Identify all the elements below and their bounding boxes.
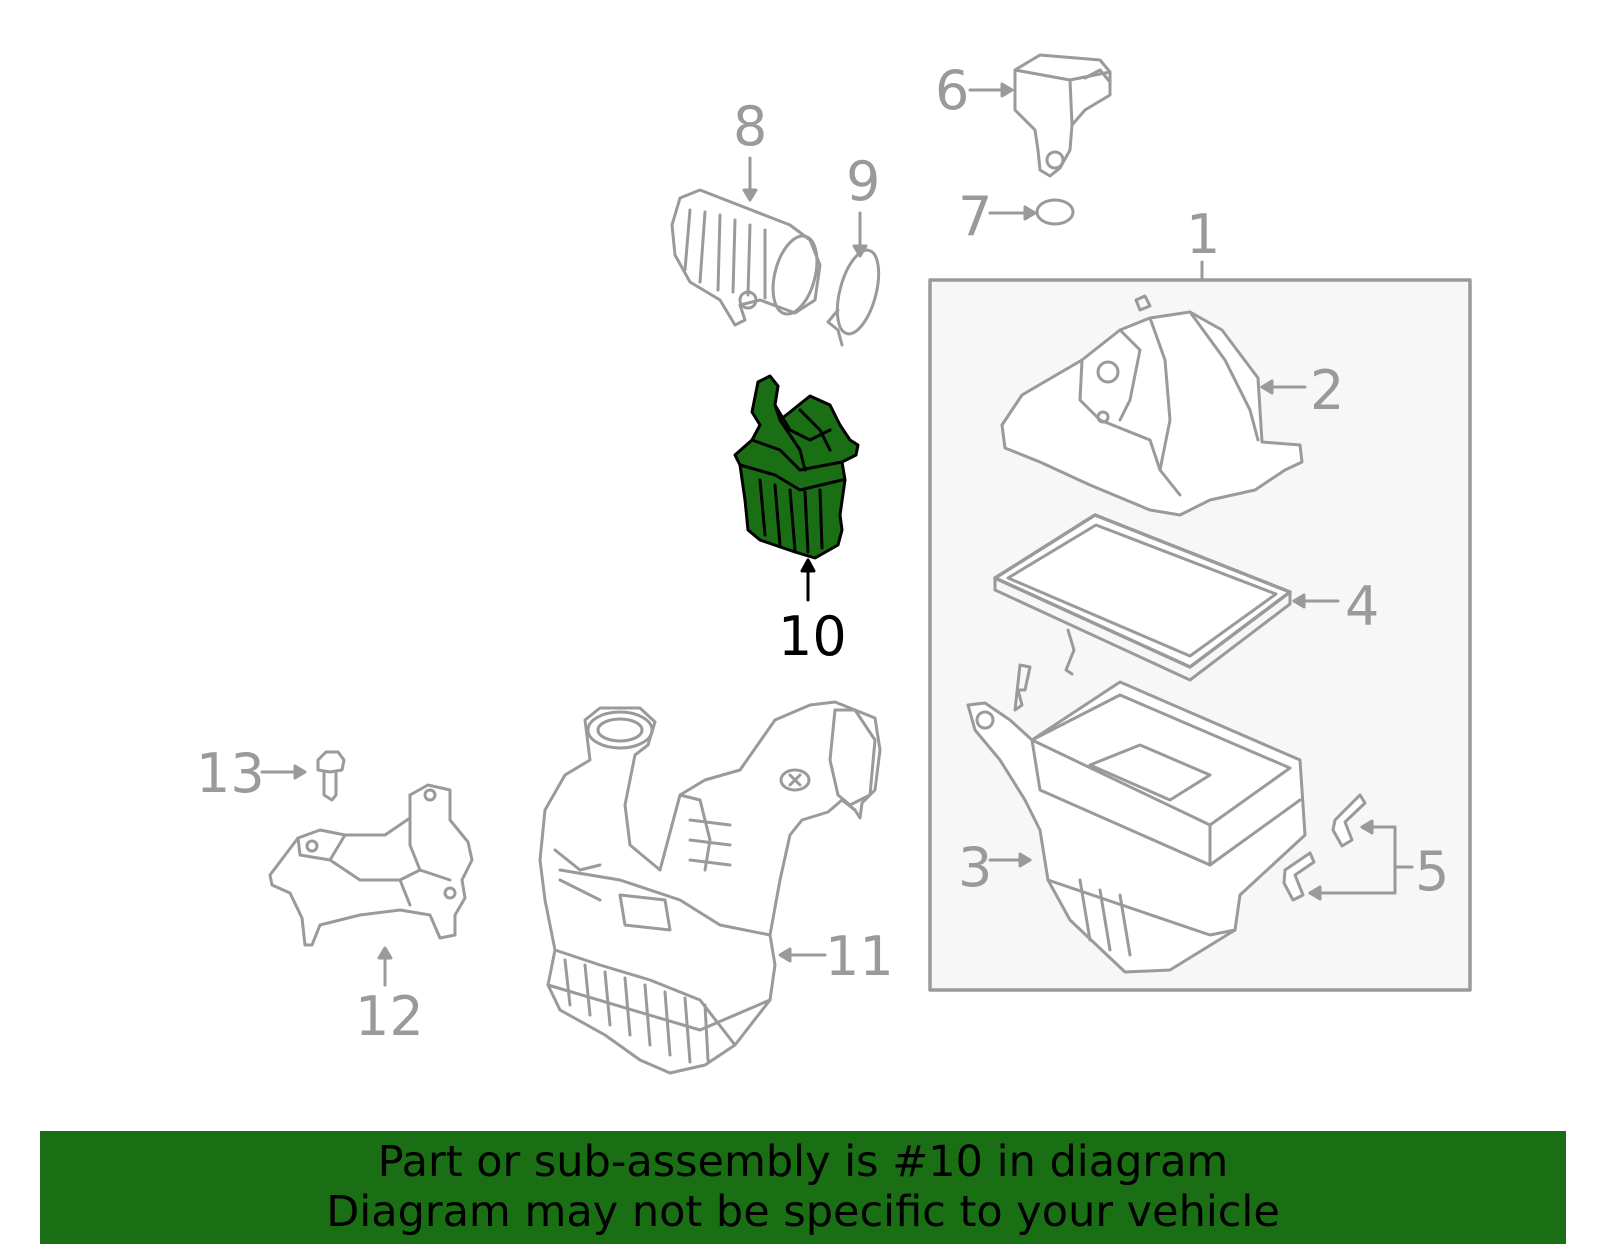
info-banner: Part or sub-assembly is #10 in diagram D… (40, 1131, 1566, 1244)
callout-1: 1 (1186, 203, 1221, 266)
part-9-hose-clamp (826, 211, 881, 347)
part-13-push-clip (260, 750, 346, 802)
banner-line-2: Diagram may not be specific to your vehi… (326, 1187, 1280, 1237)
part-7-o-ring (988, 198, 1075, 226)
callout-13: 13 (196, 742, 265, 805)
part-11-air-intake-duct (538, 700, 882, 1075)
callout-4: 4 (1345, 575, 1380, 638)
callout-10: 10 (778, 605, 847, 668)
callout-5: 5 (1415, 840, 1450, 903)
callout-12: 12 (355, 985, 424, 1048)
callout-7: 7 (958, 185, 993, 248)
part-12-bracket (268, 783, 474, 987)
callout-8: 8 (733, 95, 768, 158)
callout-2: 2 (1310, 359, 1345, 422)
banner-line-1: Part or sub-assembly is #10 in diagram (377, 1137, 1229, 1187)
part-10-resonator-highlighted (733, 374, 860, 602)
part-4-air-filter (993, 513, 1340, 682)
callout-9: 9 (846, 150, 881, 213)
part-2-air-cleaner-cover (1000, 294, 1307, 517)
part-6-mass-air-flow-sensor (968, 53, 1112, 178)
part-8-intake-hose (670, 156, 822, 327)
callout-6: 6 (935, 59, 970, 122)
part-3-air-cleaner-housing (966, 628, 1307, 974)
callout-3: 3 (958, 836, 993, 899)
callout-11: 11 (825, 925, 894, 988)
part-5-clips (1282, 793, 1414, 902)
